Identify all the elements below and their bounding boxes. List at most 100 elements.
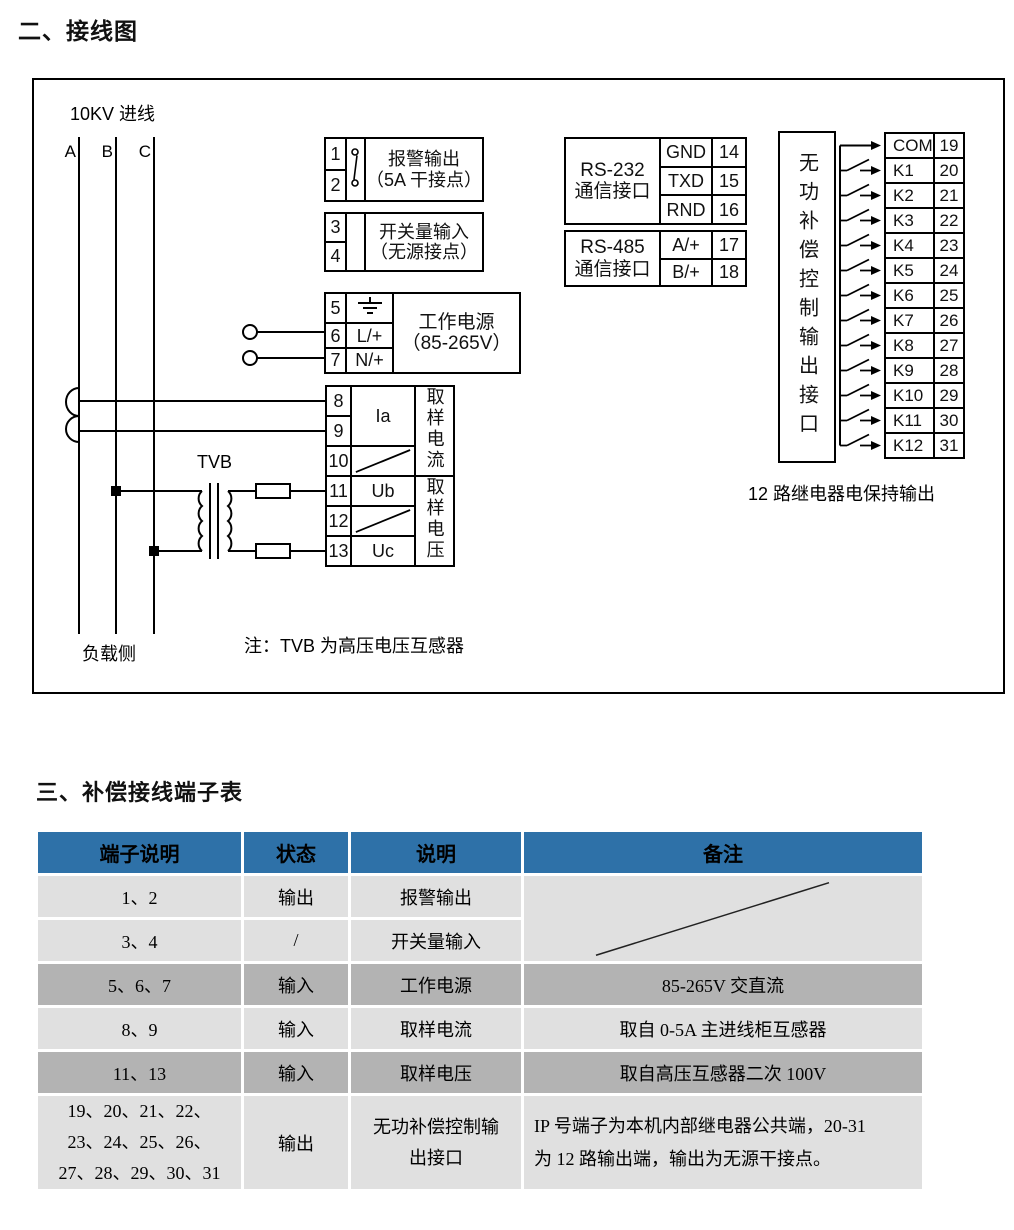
incoming-line-label: 10KV 进线 (70, 104, 156, 124)
terminal-number: 30 (933, 407, 965, 434)
digital-input-label: 开关量输入 （无源接点） (364, 212, 484, 272)
terminal-number: 6 (324, 322, 347, 350)
table-cell-desc: 无功补偿控制输 出接口 (351, 1096, 521, 1189)
terminal-number: 24 (933, 257, 965, 284)
power-supply-block: 5 工作电源 （85-265V） (324, 291, 521, 374)
uc-label: Uc (350, 535, 416, 568)
table-cell-state: 输入 (244, 1052, 348, 1093)
terminal-number: 27 (933, 332, 965, 359)
b-plus-label: B/+ (659, 257, 713, 287)
terminal-number: 8 (325, 384, 352, 418)
terminal-number: 11 (325, 475, 352, 508)
phase-c-label: C (138, 142, 151, 161)
table-cell-terminals: 11、13 (38, 1052, 241, 1093)
digital-input-block: 3 开关量输入 （无源接点） 4 (324, 212, 484, 272)
relay-label: K9 (884, 357, 935, 384)
sampling-voltage-label: 取样电压 (414, 475, 455, 568)
terminal-number: 31 (933, 432, 965, 459)
table-cell-terminals: 1、2 (38, 876, 241, 917)
terminal-number: 7 (324, 347, 347, 374)
table-cell-state: 输出 (244, 1096, 348, 1189)
terminal-number: 26 (933, 307, 965, 334)
terminal-number: 13 (325, 535, 352, 568)
earth-ground-icon (345, 291, 394, 325)
relay-label: K7 (884, 307, 935, 334)
a-plus-label: A/+ (659, 230, 713, 260)
terminal-number: 1 (324, 137, 347, 171)
diagonal-line (595, 881, 830, 956)
tvb-secondary-coil (226, 490, 233, 552)
phase-a-label: A (64, 142, 76, 161)
tvb-label: TVB (197, 452, 233, 472)
relay-caption: 12 路继电器电保持输出 (748, 484, 936, 504)
terminal-number: 25 (933, 282, 965, 309)
wiring-lines (65, 137, 881, 634)
terminal-number: 17 (711, 230, 747, 260)
tvb-primary-coil (197, 490, 204, 552)
table-cell-remark-merged (524, 876, 922, 961)
reactive-compensation-output-box: 无功补偿控制输出接口 (778, 131, 836, 463)
table-cell-state: 输出 (244, 876, 348, 917)
relay-label: K11 (884, 407, 935, 434)
rs232-label: RS-232 通信接口 (564, 137, 661, 225)
terminal-number: 19 (933, 132, 965, 159)
alarm-output-block: 1 报警输出 （5A 干接点） 2 (324, 136, 484, 203)
terminal-number: 28 (933, 357, 965, 384)
power-terminal-circle (242, 324, 258, 340)
rs232-block: RS-232 通信接口 GND 14 TXD 15 RND 16 (564, 137, 747, 225)
txd-label: TXD (659, 165, 713, 197)
terminal-number: 10 (325, 445, 352, 478)
line-plus-label: L/+ (345, 322, 394, 350)
diagram-note: 注：TVB 为高压电压互感器 (244, 636, 465, 656)
relay-label: K6 (884, 282, 935, 309)
relay-label: K10 (884, 382, 935, 409)
table-cell-remark: 取自 0-5A 主进线柜互感器 (524, 1008, 922, 1049)
table-cell-desc: 取样电压 (351, 1052, 521, 1093)
terminal-number: 23 (933, 232, 965, 259)
ub-label: Ub (350, 475, 416, 508)
unused-slash-cell (350, 505, 416, 538)
sampling-block: 8 Ia 取样电流 9 10 11 Ub 取样电压 12 (325, 384, 455, 568)
relay-arrowheads (871, 141, 881, 450)
col-header-desc: 说明 (351, 832, 521, 873)
relay-label: K3 (884, 207, 935, 234)
col-header-remark: 备注 (524, 832, 922, 873)
terminal-number: 9 (325, 415, 352, 448)
terminal-number: 16 (711, 194, 747, 225)
rs485-block: RS-485 通信接口 A/+ 17 B/+ 18 (564, 230, 747, 287)
relay-label: K12 (884, 432, 935, 459)
relay-label: K1 (884, 157, 935, 184)
terminal-number: 18 (711, 257, 747, 287)
section2-title: 二、接线图 (18, 18, 138, 44)
switch-contact-icon (345, 136, 366, 203)
junction-dot (149, 546, 159, 556)
table-cell-terminals: 8、9 (38, 1008, 241, 1049)
relay-switches (840, 158, 872, 447)
relay-label: K5 (884, 257, 935, 284)
junction-dot (111, 486, 121, 496)
terminal-number: 14 (711, 137, 747, 168)
table-cell-terminals: 19、20、21、22、 23、24、25、26、 27、28、29、30、31 (38, 1096, 241, 1189)
gnd-label: GND (659, 137, 713, 168)
table-cell-desc: 报警输出 (351, 876, 521, 917)
rs485-label: RS-485 通信接口 (564, 230, 661, 287)
fuse-bottom (255, 543, 291, 559)
terminal-number: 4 (324, 241, 347, 272)
terminal-number: 29 (933, 382, 965, 409)
table-cell-remark: IP 号端子为本机内部继电器公共端，20-31 为 12 路输出端，输出为无源干… (524, 1096, 922, 1189)
table-cell-remark: 85-265V 交直流 (524, 964, 922, 1005)
terminal-number: 2 (324, 168, 347, 203)
fuse-top (255, 483, 291, 499)
table-cell-desc: 开关量输入 (351, 920, 521, 961)
table-cell-desc: 工作电源 (351, 964, 521, 1005)
empty-cell (345, 212, 366, 272)
table-cell-state: / (244, 920, 348, 961)
unused-slash-cell (350, 445, 416, 478)
table-cell-state: 输入 (244, 964, 348, 1005)
table-cell-state: 输入 (244, 1008, 348, 1049)
col-header-state: 状态 (244, 832, 348, 873)
relay-label: K2 (884, 182, 935, 209)
col-header-terminals: 端子说明 (38, 832, 241, 873)
